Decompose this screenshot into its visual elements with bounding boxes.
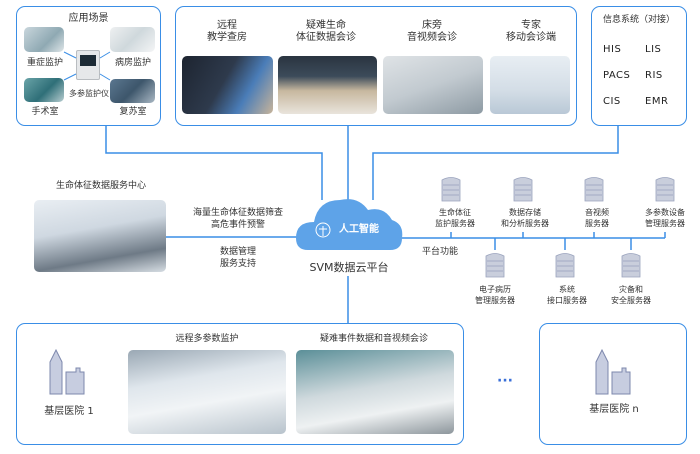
scene-label-icu: 重症监护 bbox=[26, 58, 63, 68]
server-label: 灾备和安全服务器 bbox=[611, 285, 651, 305]
photo-bedside bbox=[383, 56, 483, 114]
info-item-lis: LIS bbox=[645, 44, 662, 55]
info-systems-title: 信息系统（对接） bbox=[602, 15, 675, 25]
hospital-1-photo1-title: 远程多参数监护 bbox=[175, 334, 239, 344]
ellipsis: ··· bbox=[497, 373, 513, 389]
info-item-cis: CIS bbox=[603, 96, 621, 107]
photo-av-consult bbox=[296, 350, 454, 434]
server-label: 生命体征监护服务器 bbox=[435, 208, 475, 228]
server-icon bbox=[621, 252, 641, 278]
building-icon bbox=[46, 348, 90, 396]
hospital-1-photo2-title: 疑难事件数据和音视频会诊 bbox=[319, 334, 428, 344]
service-label-teaching: 远程教学查房 bbox=[207, 20, 247, 43]
platform-title: SVM数据云平台 bbox=[309, 261, 389, 274]
server-icon bbox=[513, 176, 533, 202]
connector-info-cloud bbox=[372, 125, 619, 200]
hospital-1-name: 基层医院 1 bbox=[44, 406, 94, 417]
photo-mobile bbox=[490, 56, 570, 114]
scene-label-or: 手术室 bbox=[31, 107, 59, 117]
connector-scenes-cloud bbox=[105, 125, 323, 200]
photo-consult bbox=[278, 56, 377, 114]
info-systems-panel bbox=[591, 6, 687, 126]
service-label-consult: 疑难生命体征数据会诊 bbox=[296, 20, 356, 43]
data-center-func2: 数据管理服务支持 bbox=[219, 247, 256, 269]
server-icon bbox=[584, 176, 604, 202]
photo-remote-monitoring bbox=[128, 350, 286, 434]
data-center-func1: 海量生命体征数据筛查高危事件预警 bbox=[192, 208, 283, 230]
server-icon bbox=[485, 252, 505, 278]
service-label-mobile: 专家移动会诊端 bbox=[506, 20, 556, 43]
monitor-device-icon bbox=[76, 50, 100, 80]
server-icon bbox=[555, 252, 575, 278]
hospital-n-name: 基层医院 n bbox=[589, 404, 639, 415]
photo-or bbox=[24, 78, 64, 102]
server-label: 音视频服务器 bbox=[585, 208, 609, 228]
data-center-title: 生命体征数据服务中心 bbox=[55, 181, 146, 191]
info-item-ris: RIS bbox=[645, 70, 663, 81]
server-label: 多参数设备管理服务器 bbox=[645, 208, 685, 228]
server-icon bbox=[655, 176, 675, 202]
ai-brain-icon bbox=[315, 222, 331, 238]
server-label: 系统接口服务器 bbox=[547, 285, 587, 305]
center-device-label: 多参监护仪 bbox=[69, 89, 109, 98]
photo-data-center bbox=[34, 200, 166, 272]
photo-ward bbox=[110, 27, 155, 52]
ai-label: 人工智能 bbox=[339, 224, 379, 235]
building-icon bbox=[592, 348, 636, 396]
scene-label-ward: 病房监护 bbox=[114, 58, 151, 68]
photo-icu bbox=[24, 27, 64, 52]
server-label: 数据存储和分析服务器 bbox=[501, 208, 549, 228]
photo-teaching bbox=[182, 56, 273, 114]
service-label-bedside: 床旁音视频会诊 bbox=[407, 20, 457, 43]
scenes-title: 应用场景 bbox=[68, 13, 109, 24]
info-item-his: HIS bbox=[603, 44, 622, 55]
server-icon bbox=[441, 176, 461, 202]
info-item-emr: EMR bbox=[645, 96, 669, 107]
platform-function-label: 平台功能 bbox=[421, 247, 458, 257]
scene-label-recovery: 复苏室 bbox=[119, 107, 147, 117]
photo-recovery bbox=[110, 79, 155, 103]
server-label: 电子病历管理服务器 bbox=[475, 285, 515, 305]
info-item-pacs: PACS bbox=[603, 70, 631, 81]
